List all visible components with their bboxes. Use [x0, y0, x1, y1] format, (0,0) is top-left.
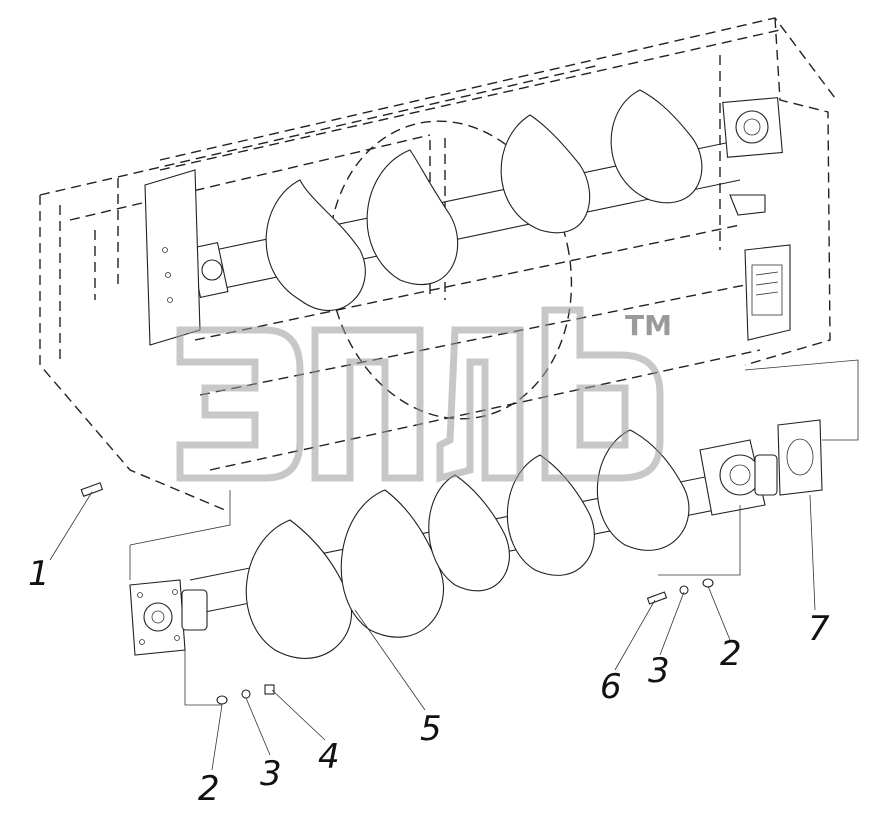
fasteners [80, 482, 714, 705]
watermark-letter-e [176, 326, 304, 482]
watermark-letter-p [311, 326, 424, 482]
callout-5-auger: 5 [420, 709, 442, 749]
callout-2-right-washer: 2 [720, 634, 742, 674]
callout-7-gasket: 7 [808, 609, 830, 649]
callout-3-right-washer: 3 [648, 651, 670, 691]
callout-3-left-washer: 3 [260, 754, 282, 794]
exploded-auger [129, 429, 778, 659]
upper-auger [189, 89, 783, 311]
watermark-letter-b [541, 306, 664, 482]
watermark-trademark: TM [625, 309, 672, 342]
watermark-logo [176, 306, 664, 483]
left-end-plate [144, 169, 201, 346]
callouts: 1 2 3 4 5 6 3 2 7 [28, 554, 830, 809]
callout-6-bolt: 6 [600, 667, 622, 707]
right-end-plate [744, 244, 791, 341]
watermark-letter-l [436, 326, 524, 483]
callout-2-left-washer: 2 [198, 769, 220, 809]
leader-lines [49, 491, 816, 771]
assembly-guide-lines [129, 359, 859, 706]
callout-4-nut: 4 [318, 737, 340, 777]
gasket [777, 419, 823, 496]
callout-1-bolt: 1 [28, 554, 50, 594]
